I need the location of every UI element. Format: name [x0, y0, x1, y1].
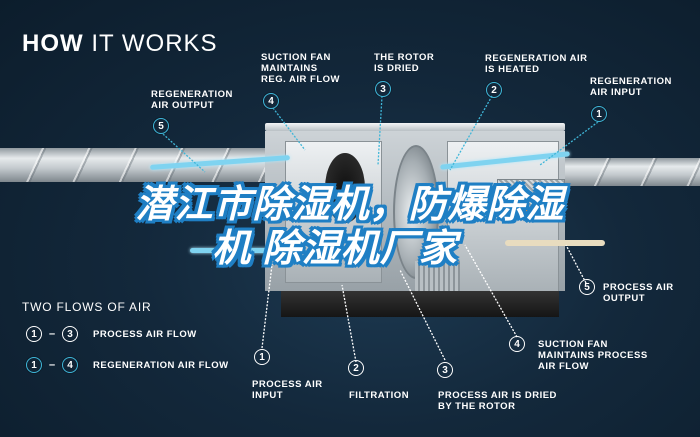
filter	[415, 261, 460, 291]
callout-number-3: 3	[437, 362, 453, 378]
callout-number-2: 2	[348, 360, 364, 376]
unit-base	[281, 291, 559, 317]
legend-title: TWO FLOWS OF AIR	[22, 300, 152, 314]
legend-label: REGENERATION AIR FLOW	[93, 359, 229, 371]
unit-top	[265, 123, 565, 131]
callout-number-4: 4	[509, 336, 525, 352]
callout-regeneration-air-output: REGENERATION AIR OUTPUT	[151, 89, 233, 111]
legend-from-number: 1	[26, 357, 42, 373]
process-airflow-out	[505, 240, 605, 246]
callout-rotor-dried: THE ROTOR IS DRIED	[374, 52, 435, 74]
callout-number-1: 1	[254, 349, 270, 365]
callout-number-1: 1	[591, 106, 607, 122]
legend-dash: –	[48, 359, 56, 371]
legend-row-regeneration: 1 – 4 REGENERATION AIR FLOW	[26, 357, 229, 373]
legend-to-number: 3	[62, 326, 78, 342]
callout-number-2: 2	[486, 82, 502, 98]
callout-regen-air-heated: REGENERATION AIR IS HEATED	[485, 53, 588, 75]
legend-label: PROCESS AIR FLOW	[93, 328, 197, 340]
callout-number-5: 5	[153, 118, 169, 134]
legend-dash: –	[48, 328, 56, 340]
watermark-overlay: 潜江市除湿机，防爆除湿 机 除湿机厂家	[0, 183, 700, 271]
heater-element	[497, 179, 565, 209]
callout-process-air-output: PROCESS AIR OUTPUT	[603, 282, 674, 304]
desiccant-rotor	[393, 145, 439, 279]
callout-regen-air-input: REGENERATION AIR INPUT	[590, 76, 672, 98]
callout-suction-fan-process: SUCTION FAN MAINTAINS PROCESS AIR FLOW	[538, 339, 648, 372]
watermark-line-1: 潜江市除湿机，防爆除湿	[135, 184, 565, 226]
callout-process-air-dried: PROCESS AIR IS DRIED BY THE ROTOR	[438, 390, 557, 412]
page-title: HOW IT WORKS	[22, 30, 218, 57]
right-regeneration-duct	[565, 158, 700, 186]
heater-glow	[497, 209, 563, 213]
legend-row-process: 1 – 3 PROCESS AIR FLOW	[26, 326, 197, 342]
callout-number-4: 4	[263, 93, 279, 109]
dehumidifier-unit	[265, 123, 570, 317]
process-airflow-in	[190, 248, 280, 253]
callout-filtration: FILTRATION	[349, 390, 410, 401]
callout-suction-fan-reg: SUCTION FAN MAINTAINS REG. AIR FLOW	[261, 52, 340, 85]
legend-from-number: 1	[26, 326, 42, 342]
left-regeneration-duct	[0, 148, 280, 182]
callout-number-3: 3	[375, 81, 391, 97]
legend-to-number: 4	[62, 357, 78, 373]
callout-process-air-input: PROCESS AIR INPUT	[252, 379, 323, 401]
callout-number-5: 5	[579, 279, 595, 295]
suction-fan	[325, 153, 365, 223]
watermark-line-2: 机 除湿机厂家	[212, 228, 458, 270]
